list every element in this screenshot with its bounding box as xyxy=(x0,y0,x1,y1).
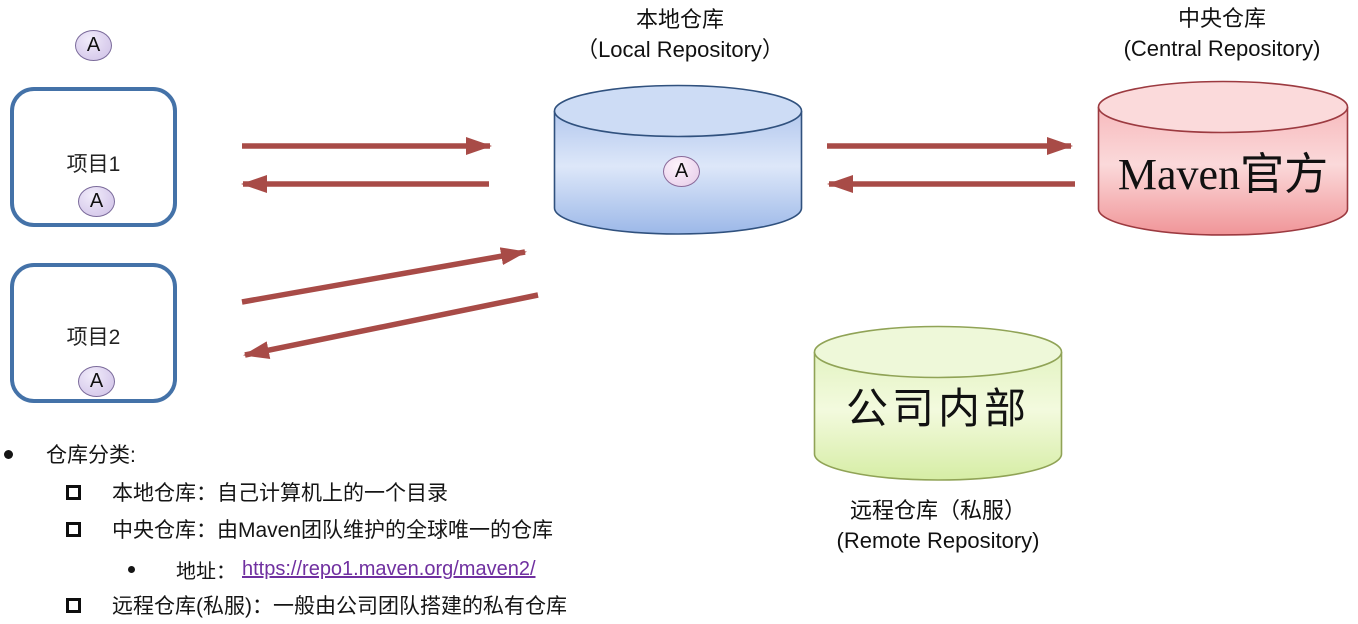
local-repo-title-zh: 本地仓库 xyxy=(635,7,724,32)
central-repo-title-zh: 中央仓库 xyxy=(1177,6,1266,31)
remote-repo-caption-en: (Remote Repository) xyxy=(836,528,1040,553)
notes-heading-row: 仓库分类: xyxy=(4,439,136,469)
remote-repo-caption-zh: 远程仓库（私服） xyxy=(849,498,1026,523)
artifact-badge-floating: A xyxy=(75,30,112,61)
artifact-badge-label: A xyxy=(86,34,101,56)
project1-label: 项目1 xyxy=(66,153,121,176)
remote-repo-cylinder xyxy=(813,325,1063,481)
bullet-square-icon xyxy=(66,521,81,537)
bullet-dot-icon xyxy=(4,449,13,459)
arrow-local-to-project2 xyxy=(243,292,539,360)
remote-repo-caption: 远程仓库（私服） (Remote Repository) xyxy=(788,496,1088,556)
note-item-central-text: 中央仓库：由Maven团队维护的全球唯一的仓库 xyxy=(112,519,554,542)
note-subitem-address: 地址： https://repo1.maven.org/maven2/ xyxy=(128,555,536,584)
central-repo-title-en: (Central Repository) xyxy=(1123,36,1321,61)
project2-artifact-badge: A xyxy=(78,366,115,397)
project2-box: 项目2 A xyxy=(10,263,177,403)
note-item-remote: 远程仓库(私服)：一般由公司团队搭建的私有仓库 xyxy=(66,590,567,620)
central-repo-cylinder xyxy=(1097,80,1349,236)
maven-repo-link[interactable]: https://repo1.maven.org/maven2/ xyxy=(242,558,536,580)
notes-heading: 仓库分类: xyxy=(46,444,136,467)
project1-box: 项目1 A xyxy=(10,87,177,227)
address-label: 地址： xyxy=(176,561,236,583)
arrow-project2-to-local xyxy=(241,247,527,305)
artifact-badge-label: A xyxy=(89,370,104,392)
bullet-square-icon xyxy=(66,597,81,613)
note-item-remote-text: 远程仓库(私服)：一般由公司团队搭建的私有仓库 xyxy=(112,595,567,618)
bullet-dot-icon xyxy=(128,566,135,573)
central-repo-body-text: Maven官方 xyxy=(1117,150,1329,199)
note-item-local-text: 本地仓库：自己计算机上的一个目录 xyxy=(112,482,448,505)
artifact-badge-label: A xyxy=(89,190,104,212)
local-repo-artifact-badge: A xyxy=(663,156,700,187)
local-repo-title-en: （Local Repository） xyxy=(576,37,784,62)
note-item-central: 中央仓库：由Maven团队维护的全球唯一的仓库 xyxy=(66,514,553,544)
central-repo-title: 中央仓库 (Central Repository) xyxy=(1072,4,1358,64)
artifact-badge-label: A xyxy=(674,160,689,182)
note-item-local: 本地仓库：自己计算机上的一个目录 xyxy=(66,477,448,507)
project2-label: 项目2 xyxy=(66,326,121,349)
project1-artifact-badge: A xyxy=(78,186,115,217)
remote-repo-body-text: 公司内部 xyxy=(845,387,1030,433)
bullet-square-icon xyxy=(66,484,81,500)
local-repo-title: 本地仓库 （Local Repository） xyxy=(530,5,830,65)
